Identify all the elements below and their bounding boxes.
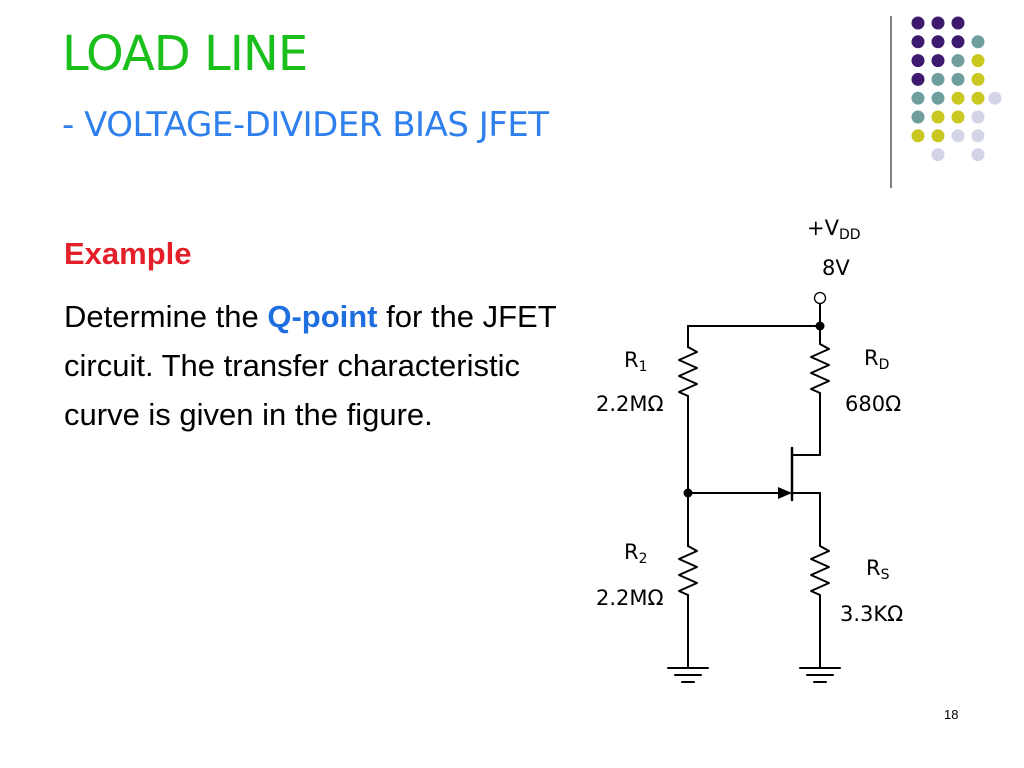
decorative-dot — [911, 35, 925, 49]
decorative-dot-grid — [911, 16, 1002, 162]
decorative-dot — [931, 16, 945, 30]
decorative-dot — [931, 72, 945, 86]
decorative-dot — [911, 129, 925, 143]
example-heading: Example — [64, 236, 192, 271]
decorative-dot — [911, 91, 925, 105]
decorative-dot — [971, 91, 985, 105]
page-number: 18 — [944, 707, 959, 722]
decorative-dot — [911, 16, 925, 30]
decorative-dot — [988, 91, 1002, 105]
decorative-dot — [971, 35, 985, 49]
rd-label: RD — [864, 346, 890, 373]
decorative-dot — [951, 129, 965, 143]
decorative-dot — [911, 72, 925, 86]
decorative-dot — [971, 54, 985, 68]
r2-resistor — [678, 545, 698, 596]
r1-value: 2.2MΩ — [596, 392, 664, 416]
slide-title: LOAD LINE — [62, 26, 308, 82]
decorative-dot — [931, 54, 945, 68]
decorative-dot — [971, 110, 985, 124]
decorative-dot — [951, 72, 965, 86]
decorative-dot — [971, 148, 985, 162]
decorative-dot — [951, 16, 965, 30]
decorative-dot — [911, 54, 925, 68]
vdd-terminal — [813, 291, 827, 305]
r2-label: R2 — [624, 540, 648, 567]
decorative-dot — [931, 110, 945, 124]
q-point-highlight: Q-point — [267, 299, 378, 334]
ground-symbol-left — [667, 667, 709, 683]
decorative-dot — [931, 91, 945, 105]
header-divider — [890, 16, 892, 188]
decorative-dot — [971, 129, 985, 143]
decorative-dot — [971, 72, 985, 86]
slide-subtitle: - VOLTAGE-DIVIDER BIAS JFET — [62, 105, 549, 145]
decorative-dot — [951, 110, 965, 124]
decorative-dot — [931, 129, 945, 143]
rd-resistor — [810, 343, 830, 394]
r1-resistor — [678, 346, 698, 397]
statement-text-start: Determine the — [64, 299, 268, 334]
decorative-dot — [931, 35, 945, 49]
rs-value: 3.3KΩ — [840, 602, 904, 626]
rs-resistor — [810, 545, 830, 596]
decorative-dot — [951, 54, 965, 68]
vdd-label: +VDD — [807, 216, 861, 243]
gate-arrow — [778, 487, 792, 499]
decorative-dot — [951, 35, 965, 49]
rs-label: RS — [866, 556, 890, 583]
rd-value: 680Ω — [845, 392, 902, 416]
r1-label: R1 — [624, 348, 648, 375]
r2-value: 2.2MΩ — [596, 586, 664, 610]
vdd-value: 8V — [822, 256, 850, 280]
decorative-dot — [951, 91, 965, 105]
decorative-dot — [931, 148, 945, 162]
problem-statement: Determine the Q-point for the JFET circu… — [64, 292, 564, 439]
ground-symbol-right — [799, 667, 841, 683]
decorative-dot — [911, 110, 925, 124]
statement-text-end: for the JFET circuit. The transfer chara… — [64, 299, 557, 432]
